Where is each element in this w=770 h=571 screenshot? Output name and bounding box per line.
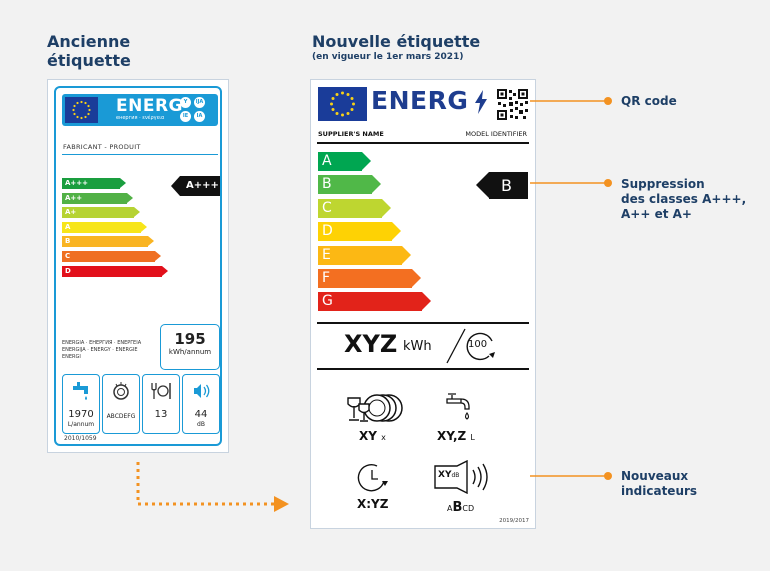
old-noise-value: 44 [194,409,208,420]
noise-box-value: XY [438,470,452,480]
annotation-qr-code: QR code [621,94,677,108]
noise-class-scale: ABCD [447,496,474,515]
noise-scale-suffix: CD [462,504,475,513]
new-class-bar: A [318,152,371,171]
old-kwh-unit: kWh/annum [168,348,212,356]
new-kwh-unit: kWh [403,339,432,354]
new-water-unit: L [470,433,475,442]
noise-scale-main: B [452,500,463,515]
new-label-heading: Nouvelle étiquette [312,32,481,51]
new-water-indicator: XY,Z L [437,429,475,443]
annotation-suppression: Suppression des classes A+++, A++ et A+ [621,177,747,221]
old-energia-text: ENERGIA · ЕНЕРГИЯ · ΕΝΕΡΓΕΙΑ ENERGIJA · … [62,340,142,360]
water-tap-icon [73,382,88,400]
new-class-bar: G [318,292,431,312]
old-water-unit: L/annum [67,421,95,428]
new-water-value: XY,Z [437,429,467,443]
old-water-value: 1970 [68,409,94,420]
new-settings-value: XY [359,429,377,443]
old-class-bar: A [62,221,147,233]
old-drying-scale: ABCDEFG [106,413,136,420]
new-regulation-ref: 2019/2017 [499,518,529,524]
new-class-bar: E [318,245,411,265]
eu-flag-icon [318,87,367,121]
new-class-bar: F [318,269,421,288]
old-energy-label: ENERG енергия · ενέργεια Y IJA IE IA FAB… [47,79,229,453]
new-settings-indicator: XY x [359,429,386,443]
noise-box-unit: dB [451,472,460,479]
noise-scale-prefix: A [447,504,453,513]
dish-icon [113,382,129,400]
language-bubble: Y [180,97,191,108]
old-current-class: A+++ [171,176,220,196]
language-bubble: IE [180,111,191,122]
lightning-icon [475,90,487,114]
new-class-bar: B [318,175,381,195]
old-class-bar: B [62,236,154,248]
cycles-value: 100 [468,339,488,350]
old-drying-box: ABCDEFG [102,374,140,434]
speaker-icon [194,384,210,398]
old-noise-unit: dB [197,421,205,428]
old-class-bar: D [62,265,168,277]
old-noise-box: 44 dB [182,374,220,434]
old-regulation-ref: 2010/1059 [64,435,97,442]
water-tap-icon [446,393,470,420]
new-divider [317,142,529,144]
slash-divider [446,328,466,364]
qr-code-icon [496,88,529,121]
language-bubble: IJA [194,97,205,108]
old-label-frame: ENERG енергия · ενέργεια Y IJA IE IA FAB… [54,86,222,446]
old-label-heading: Ancienne étiquette [47,32,131,70]
old-energ-subtext: енергия · ενέργεια [116,115,165,121]
old-energ-wordmark: ENERG [116,96,183,116]
new-supplier-name: SUPPLIER'S NAME [318,130,384,138]
new-energy-label: ENERG SUPPLIER'S NAME MODEL IDENTIFIER A… [310,79,536,529]
old-label-header: ENERG енергия · ενέργεια Y IJA IE IA [62,94,218,126]
clock-icon [357,464,388,492]
old-kwh-box: 195 kWh/annum [160,324,220,370]
speaker-icon [434,460,488,494]
new-divider [317,368,529,370]
annotation-new-indicators: Nouveaux indicateurs [621,469,698,498]
place-settings-icon [151,383,171,399]
dotted-arrow [136,462,289,512]
old-settings-value: 13 [154,409,168,420]
language-bubble: IA [194,111,205,122]
old-class-bar: A++ [62,192,133,204]
old-class-bar: A+++ [62,178,126,189]
old-manufacturer-text: FABRICANT - PRODUIT [63,143,141,151]
new-kwh-value: XYZ [344,330,398,358]
new-class-bar: C [318,198,391,218]
old-class-bar: C [62,251,161,262]
new-duration-value: X:YZ [357,497,389,511]
place-settings-icon [347,394,403,422]
eu-flag-icon [65,97,98,123]
new-label-subheading: (en vigueur le 1er mars 2021) [312,52,464,62]
old-kwh-value: 195 [174,330,206,348]
old-divider [62,154,218,155]
new-divider [317,322,529,324]
new-class-bar: D [318,222,401,242]
new-energ-wordmark: ENERG [371,86,469,115]
annotation-lines [530,97,612,480]
noise-box-label: XYdB [438,470,459,480]
old-water-box: 1970 L/annum [62,374,100,434]
new-model-identifier: MODEL IDENTIFIER [465,130,527,138]
old-class-bar: A+ [62,207,140,219]
old-settings-box: 13 [142,374,180,434]
cycles-icon [466,332,495,361]
new-current-class: B [476,172,528,199]
new-settings-unit: x [381,433,386,442]
